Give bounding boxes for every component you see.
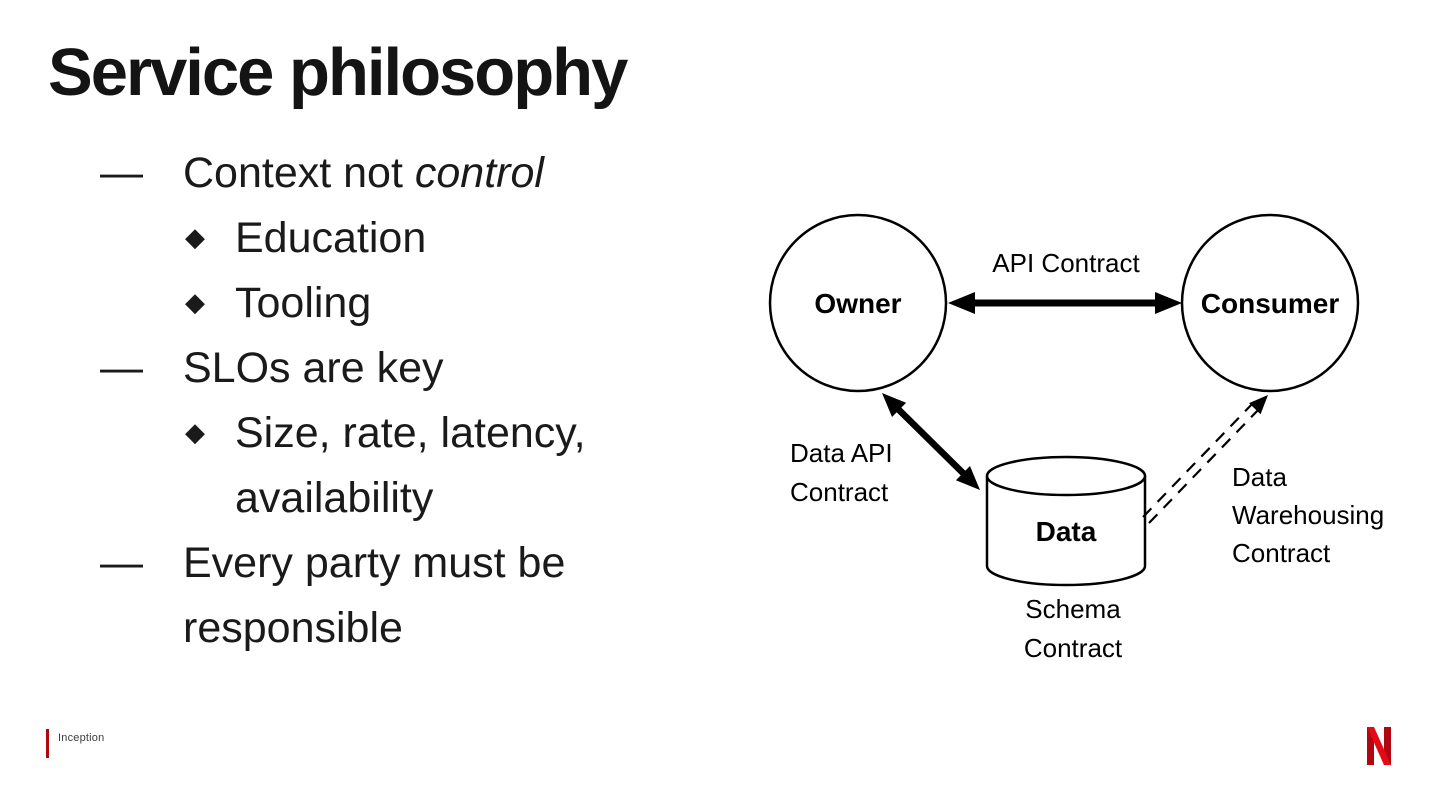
api-contract-label: API Contract xyxy=(992,248,1140,278)
owner-node xyxy=(768,213,948,393)
api-contract-arrow xyxy=(948,292,1182,314)
footer: Inception xyxy=(0,729,1440,810)
dash-marker-icon: — xyxy=(100,149,143,197)
diamond-marker-icon: ◆ xyxy=(185,418,205,448)
netflix-logo-icon xyxy=(1367,727,1391,765)
data-api-contract-label-line2: Contract xyxy=(790,477,889,507)
data-warehousing-arrowhead xyxy=(1249,395,1268,415)
bullet-list: — Context not control ◆ Education ◆ Tool… xyxy=(100,141,695,661)
bullet-item: — Every party must be responsible xyxy=(100,531,695,661)
data-label: Data xyxy=(1036,516,1097,547)
bullet-item: — SLOs are key xyxy=(100,336,695,401)
sub-bullet-item: ◆ Education xyxy=(100,206,695,271)
schema-contract-label-line1: Schema xyxy=(1025,594,1121,624)
bullet-text: SLOs are key xyxy=(183,344,444,392)
data-warehousing-label-line1: Data xyxy=(1232,462,1287,492)
data-cylinder xyxy=(985,455,1147,587)
sub-bullet-item: ◆ Tooling xyxy=(100,271,695,336)
bullet-item: — Context not control xyxy=(100,141,695,206)
consumer-label: Consumer xyxy=(1201,288,1340,319)
bullet-text: Size, rate, latency, availability xyxy=(235,409,586,522)
diamond-marker-icon: ◆ xyxy=(185,223,205,253)
footer-accent-bar xyxy=(46,729,49,758)
diamond-marker-icon: ◆ xyxy=(185,288,205,318)
sub-bullet-item: ◆ Size, rate, latency, availability xyxy=(100,401,695,531)
bullet-text: Context not control xyxy=(183,149,544,197)
data-warehousing-label: Data Warehousing Contract xyxy=(1232,462,1384,568)
data-api-contract-label: Data API Contract xyxy=(790,438,893,507)
dash-marker-icon: — xyxy=(100,344,143,392)
data-warehousing-label-line3: Contract xyxy=(1232,538,1331,568)
schema-contract-label-line2: Contract xyxy=(1024,633,1123,663)
footer-label: Inception xyxy=(58,732,105,744)
dash-marker-icon: — xyxy=(100,539,143,587)
data-api-contract-arrow xyxy=(882,393,980,490)
bullet-text: Tooling xyxy=(235,279,372,327)
bullet-text: Education xyxy=(235,214,427,262)
owner-label: Owner xyxy=(814,288,901,319)
bullet-text: Every party must be responsible xyxy=(183,539,566,652)
data-api-contract-label-line1: Data API xyxy=(790,438,893,468)
data-warehousing-label-line2: Warehousing xyxy=(1232,500,1384,530)
bullet-text-italic: control xyxy=(414,149,544,197)
service-contracts-diagram: Owner Consumer API Contract Data API Con… xyxy=(768,213,1384,663)
schema-contract-label: Schema Contract xyxy=(1024,594,1123,663)
data-warehousing-arrow xyxy=(1142,401,1261,524)
slide-title: Service philosophy xyxy=(48,35,628,110)
